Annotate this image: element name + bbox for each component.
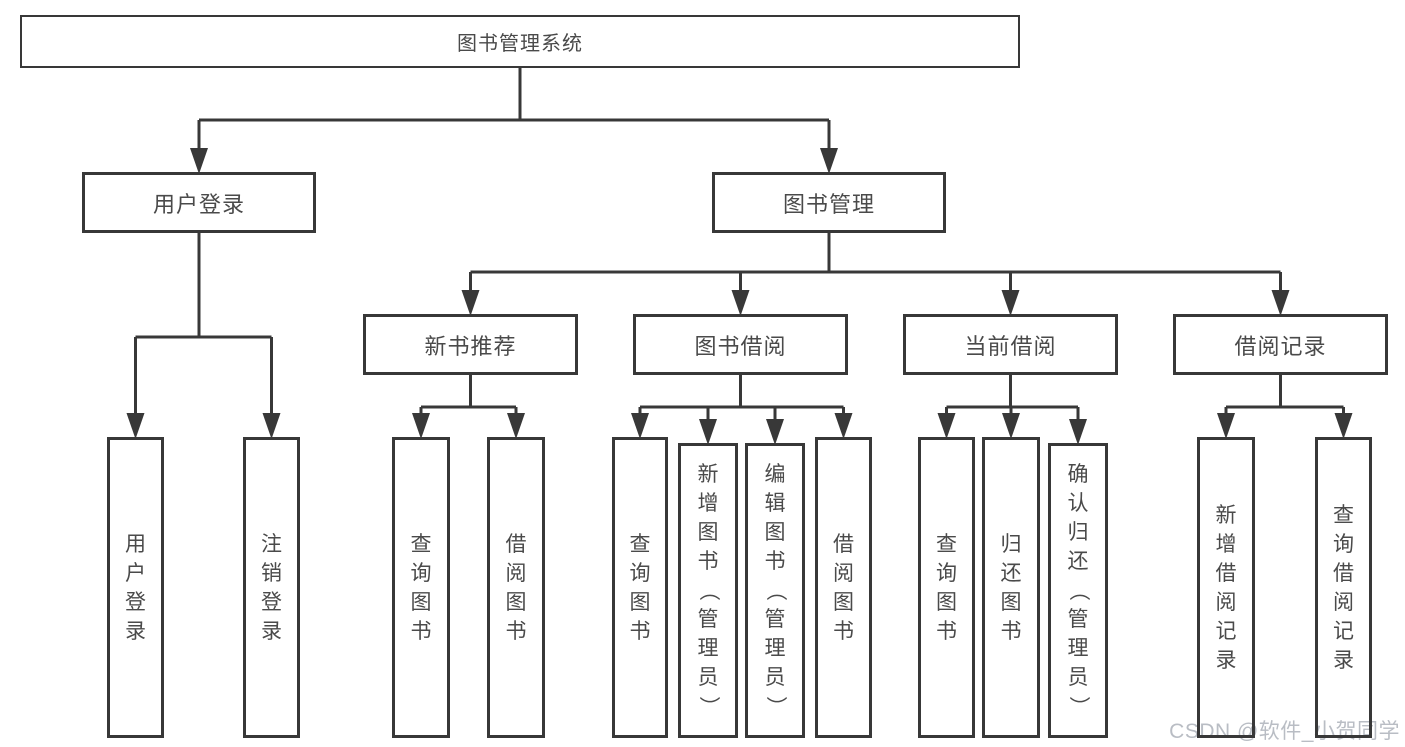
node-bookmgmt: 图书管理 <box>712 172 946 233</box>
node-leaf-borrow-2: 借阅图书 <box>815 437 872 738</box>
node-login: 用户登录 <box>82 172 316 233</box>
node-label: 借阅图书 <box>833 532 854 643</box>
node-newbook: 新书推荐 <box>363 314 578 375</box>
node-label: 归还图书 <box>1000 532 1022 643</box>
node-borrow: 图书借阅 <box>633 314 848 375</box>
node-label: 查询图书 <box>936 532 957 643</box>
node-label: 借阅图书 <box>505 532 527 643</box>
node-label: 查询图书 <box>629 532 651 643</box>
node-label: 新增图书（管理员） <box>696 463 720 717</box>
node-root: 图书管理系统 <box>20 15 1020 68</box>
node-label: 用户登录 <box>125 532 146 643</box>
node-label: 查询图书 <box>410 532 432 643</box>
node-leaf-return: 归还图书 <box>982 437 1040 738</box>
node-leaf-query-3: 查询图书 <box>918 437 975 738</box>
node-leaf-add-record: 新增借阅记录 <box>1197 437 1255 738</box>
node-label: 图书借阅 <box>694 333 787 359</box>
node-label: 编辑图书（管理员） <box>763 463 787 717</box>
node-label: 用户登录 <box>152 191 245 217</box>
node-leaf-query-record: 查询借阅记录 <box>1315 437 1372 738</box>
node-leaf-borrow-1: 借阅图书 <box>487 437 545 738</box>
node-label: 确认归还（管理员） <box>1066 463 1090 717</box>
watermark: CSDN @软件_小贺同学 <box>1169 720 1400 743</box>
node-leaf-edit-book: 编辑图书（管理员） <box>745 443 805 738</box>
node-label: 图书管理系统 <box>457 33 583 55</box>
node-label: 查询借阅记录 <box>1333 503 1354 672</box>
node-records: 借阅记录 <box>1173 314 1388 375</box>
node-label: 注销登录 <box>261 532 282 643</box>
node-leaf-user-login: 用户登录 <box>107 437 164 738</box>
node-leaf-logout: 注销登录 <box>243 437 300 738</box>
node-leaf-confirm-return: 确认归还（管理员） <box>1048 443 1108 738</box>
node-label: 借阅记录 <box>1234 333 1327 359</box>
node-label: 新书推荐 <box>424 333 517 359</box>
node-leaf-query-2: 查询图书 <box>612 437 668 738</box>
node-label: 图书管理 <box>782 191 875 217</box>
node-label: 当前借阅 <box>964 333 1057 359</box>
node-current: 当前借阅 <box>903 314 1118 375</box>
node-leaf-add-book: 新增图书（管理员） <box>678 443 738 738</box>
node-label: 新增借阅记录 <box>1215 503 1237 672</box>
node-leaf-query-1: 查询图书 <box>392 437 450 738</box>
